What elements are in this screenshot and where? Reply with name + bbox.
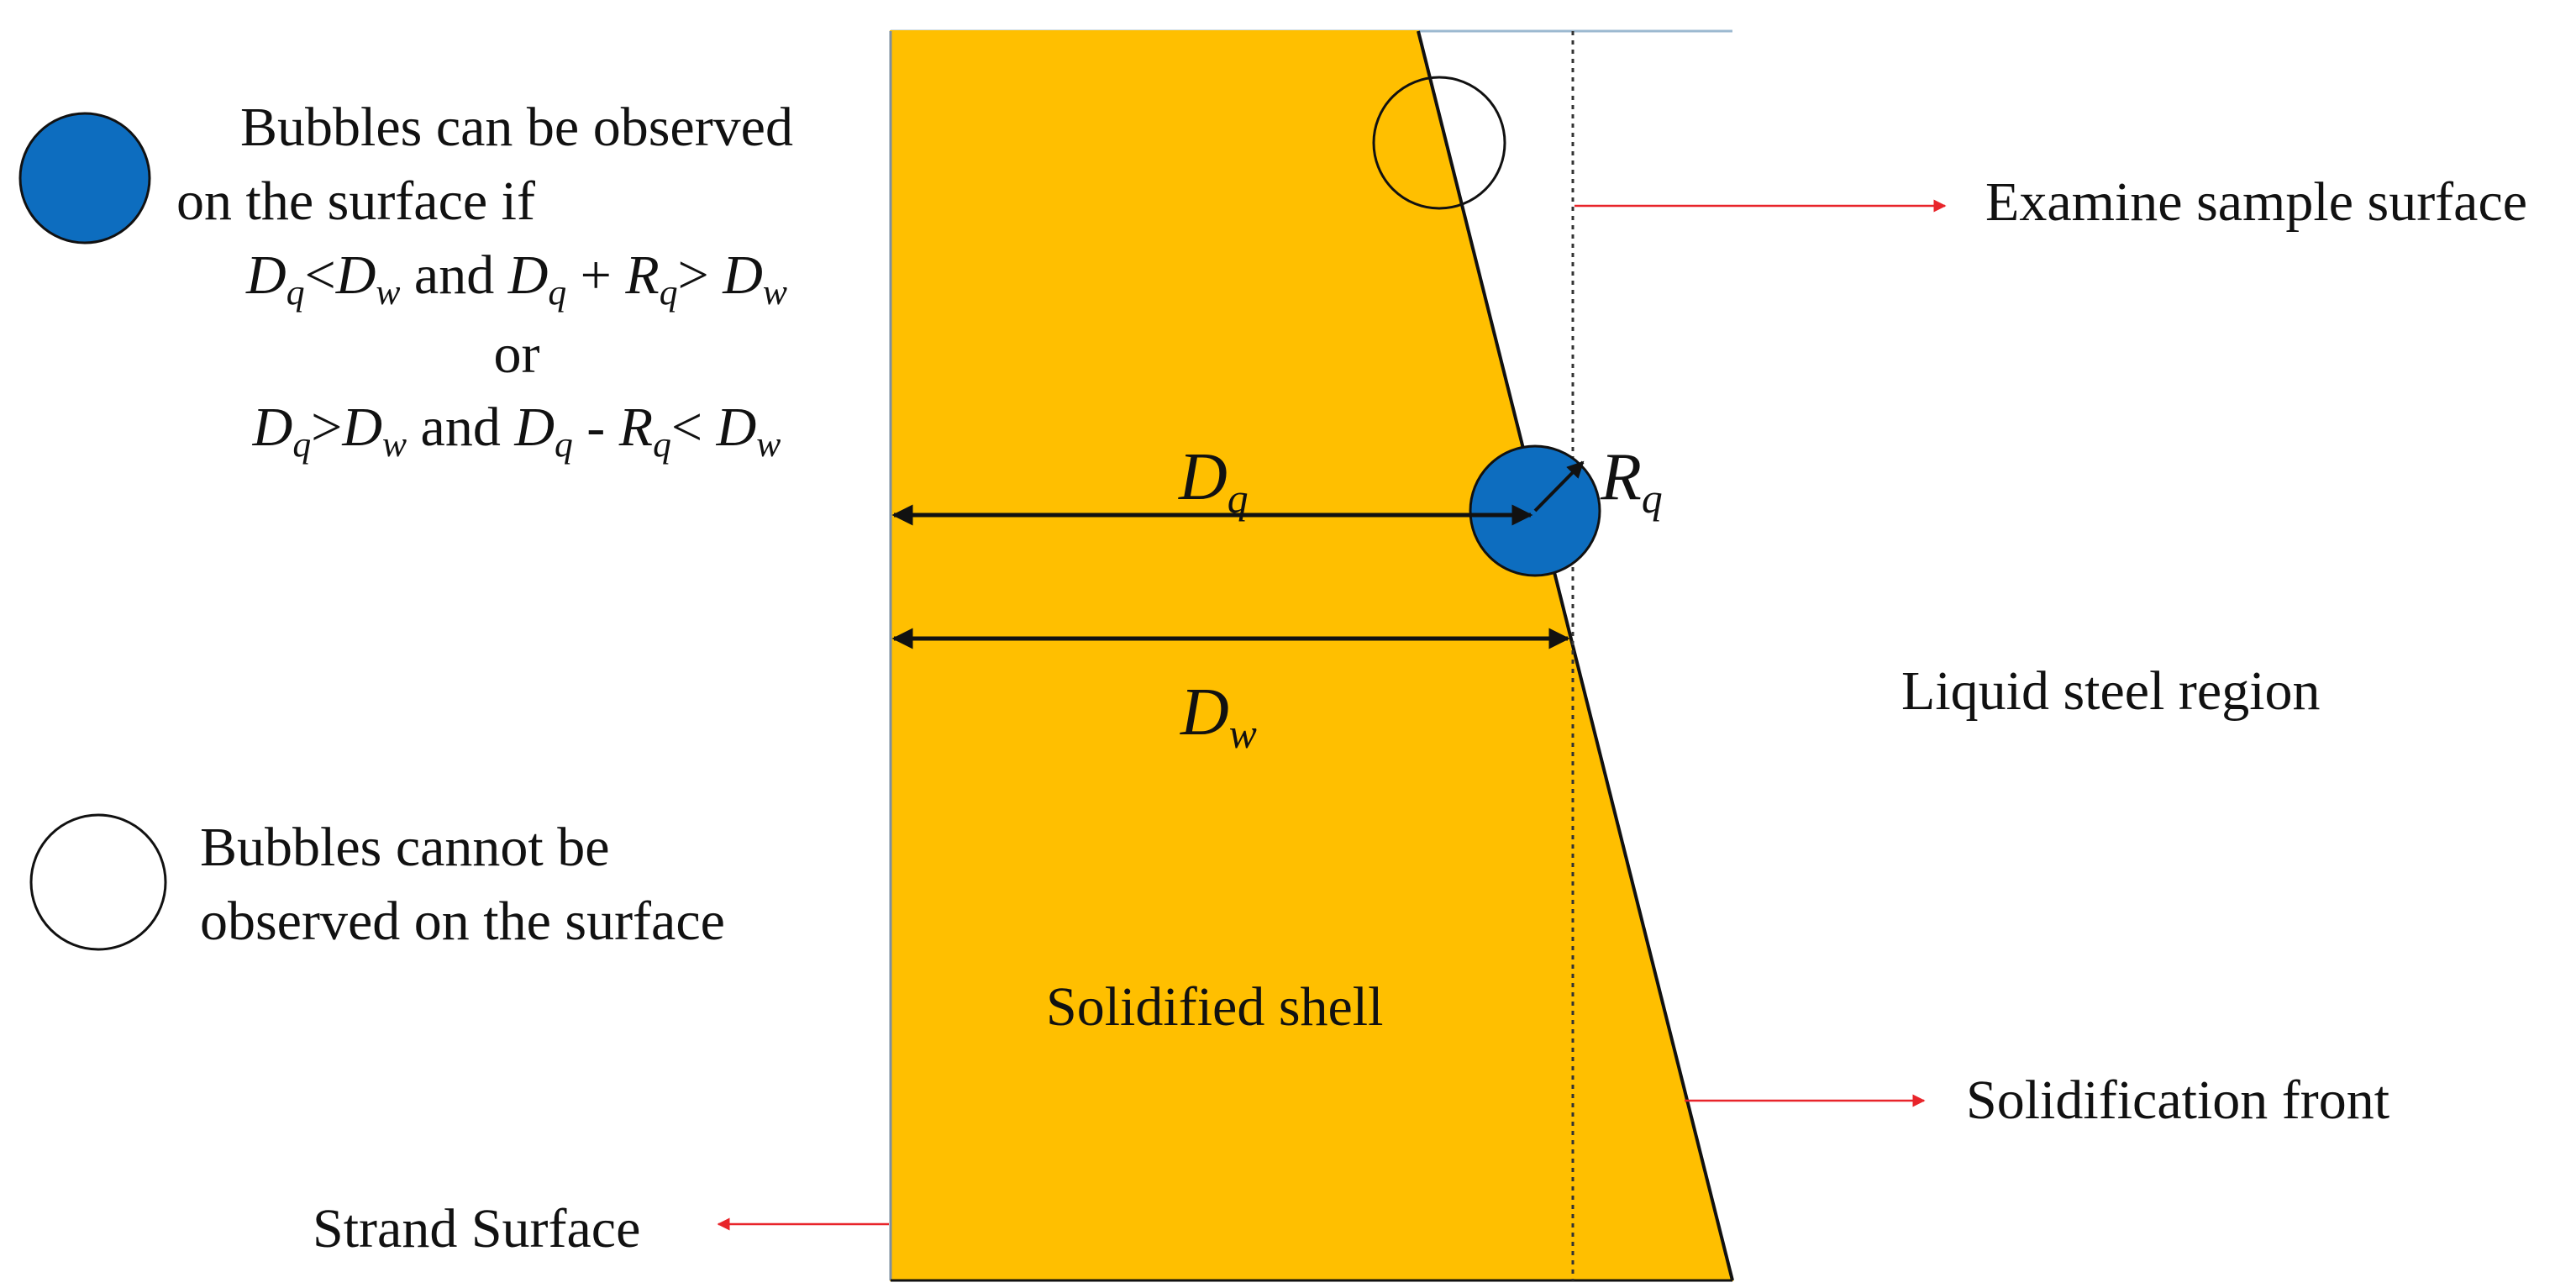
legend-not-observable-line1: Bubbles cannot be — [200, 817, 610, 878]
legend-observable-line1: Bubbles can be observed — [240, 97, 793, 158]
legend-blue-bubble-icon — [18, 112, 151, 244]
legend-observable-text: Bubbles can be observed on the surface i… — [176, 91, 899, 470]
legend-condition-2: Dq>Dw and Dq - Rq< Dw — [252, 397, 781, 465]
liquid-steel-region-label: Liquid steel region — [1901, 660, 2321, 722]
strand-surface-label: Strand Surface — [313, 1198, 641, 1259]
rq-label: Rq — [1601, 440, 1663, 522]
solidified-shell-label: Solidified shell — [1046, 976, 1384, 1038]
dq-label: Dq — [1179, 440, 1249, 522]
legend-not-observable-line2: observed on the surface — [200, 890, 725, 952]
solidified-shell-region — [890, 30, 1734, 1281]
legend-not-observable-text: Bubbles cannot be observed on the surfac… — [200, 811, 872, 959]
legend-open-bubble-icon — [29, 813, 167, 951]
open-bubble-in-shell — [1372, 76, 1506, 210]
dw-label: Dw — [1180, 676, 1257, 757]
solidification-front-line — [1417, 30, 1734, 1281]
legend-condition-1: Dq<Dw and Dq + Rq> Dw — [246, 244, 787, 313]
rq-radius-arrow — [1533, 460, 1585, 513]
legend-or-text: or — [493, 323, 540, 385]
examine-sample-surface-label: Examine sample surface — [1985, 171, 2528, 233]
solidification-front-label: Solidification front — [1966, 1070, 2390, 1131]
legend-observable-line2: on the surface if — [176, 170, 535, 232]
